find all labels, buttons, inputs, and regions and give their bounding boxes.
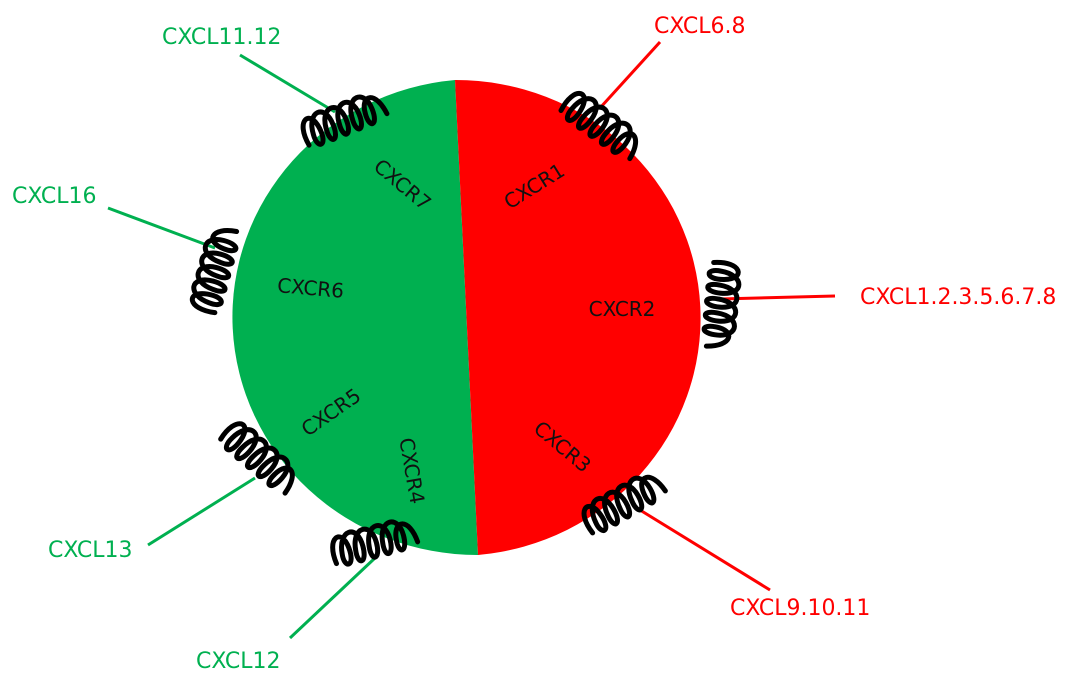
receptor-label-cxcr2: CXCR2 (589, 297, 656, 321)
line-cxcl9-11 (639, 508, 771, 592)
receptor-coil-icon (189, 225, 241, 315)
cell-half-green (232, 80, 478, 556)
line-cxcl13 (147, 476, 256, 547)
line-cxcl12 (288, 556, 377, 640)
ligand-label-cxcl9-11: CXCL9.10.11 (730, 596, 870, 621)
cell-half-red (455, 79, 701, 555)
line-cxcl11-12 (239, 53, 336, 114)
ligand-label-cxcl1-8: CXCL1.2.3.5.6.7.8 (860, 285, 1056, 310)
cell-body (232, 79, 701, 556)
receptor-label-cxcr6: CXCR6 (276, 273, 345, 303)
ligand-label-cxcl12: CXCL12 (196, 649, 280, 674)
ligand-label-cxcl16: CXCL16 (12, 184, 96, 209)
ligand-label-cxcl11-12: CXCL11.12 (162, 25, 281, 50)
line-cxcl6-8 (598, 40, 662, 110)
line-cxcl16 (107, 206, 216, 250)
ligand-label-cxcl6-8: CXCL6.8 (654, 14, 745, 39)
ligand-label-cxcl13: CXCL13 (48, 538, 132, 563)
receptor-coil-icon (703, 262, 741, 349)
